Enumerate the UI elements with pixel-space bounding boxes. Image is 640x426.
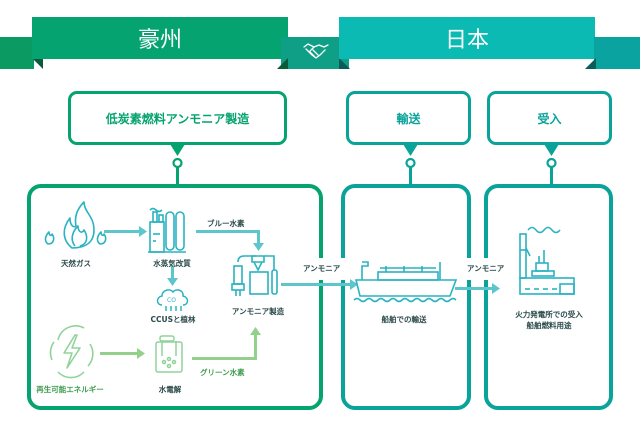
region-title-australia: 豪州 (137, 28, 182, 53)
arrow-blue-hydrogen (196, 230, 264, 251)
stage-label-receiving: 受入 (537, 111, 562, 126)
stage-label-transport: 輸送 (396, 111, 421, 126)
center-banner-band (281, 37, 349, 69)
label-ammonia-production: アンモニア製造 (231, 307, 285, 316)
label-natural-gas: 天然ガス (61, 259, 91, 268)
arrow-renewable-to-electrolysis (100, 348, 145, 359)
electrolysis-icon (155, 335, 183, 373)
left-banner-body (32, 17, 288, 59)
right-banner-body (339, 17, 595, 59)
label-renewable-energy: 再生可能エネルギー (36, 385, 104, 394)
renewable-energy-icon (49, 325, 94, 379)
right-banner-tail (594, 37, 640, 69)
connector-transport (403, 144, 418, 185)
connector-production (170, 144, 185, 185)
label-ship-fuel-use: 船舶燃料用途 (526, 321, 572, 330)
stage-callout-transport: 輸送 (346, 91, 471, 145)
label-green-hydrogen: グリーン水素 (200, 368, 245, 377)
label-ammonia-export: アンモニア (303, 264, 341, 273)
arrow-gas-to-reforming (104, 226, 147, 237)
label-steam-reforming: 水蒸気改質 (153, 259, 191, 268)
arrow-reforming-to-ccus (167, 266, 178, 286)
stage-callout-receiving: 受入 (487, 91, 612, 145)
label-power-plant-receiving: 火力発電所での受入 (515, 310, 583, 319)
stage-callout-production: 低炭素燃料アンモニア製造 (68, 91, 287, 145)
receiving-panel (484, 184, 613, 410)
connector-receiving (544, 144, 559, 185)
ship-icon (353, 261, 458, 303)
ccus-cloud-icon: CO (156, 289, 189, 311)
left-banner-fold (32, 58, 43, 69)
transport-panel (341, 184, 471, 410)
stage-label-production: 低炭素燃料アンモニア製造 (105, 111, 250, 126)
handshake-icon (303, 43, 329, 59)
label-electrolysis: 水電解 (158, 385, 182, 394)
region-title-japan: 日本 (444, 28, 489, 53)
natural-gas-icon (44, 201, 107, 249)
left-banner-tail (0, 37, 34, 69)
label-ammonia-import: アンモニア (467, 264, 505, 273)
steam-reforming-icon (148, 207, 186, 253)
power-plant-icon (519, 226, 575, 295)
svg-text:CO: CO (167, 297, 176, 304)
arrow-ammonia-export (281, 279, 358, 290)
arrow-ammonia-import (455, 283, 500, 294)
ammonia-plant-icon (231, 255, 278, 296)
label-ship-transport: 船舶での輸送 (381, 315, 427, 324)
arrow-green-hydrogen (192, 327, 261, 360)
label-ccus: CCUSと植林 (150, 315, 196, 324)
label-blue-hydrogen: ブルー水素 (207, 219, 245, 228)
